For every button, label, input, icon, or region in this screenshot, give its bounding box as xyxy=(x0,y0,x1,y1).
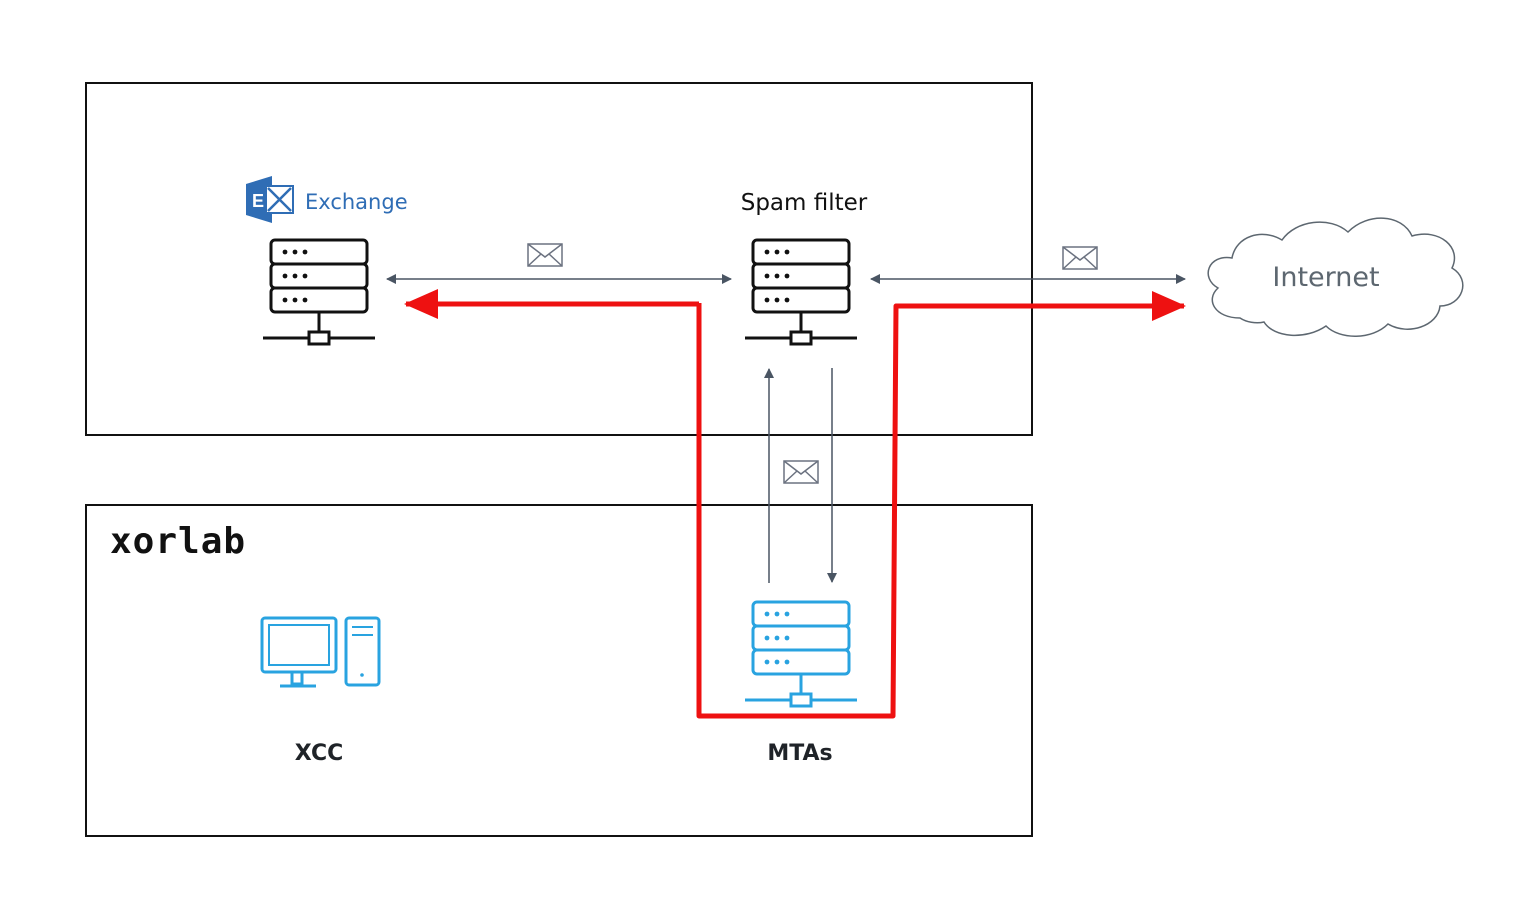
spam-filter-label: Spam filter xyxy=(741,190,868,216)
computer-icon xyxy=(260,616,381,688)
exchange-server-icon xyxy=(261,238,377,346)
network-zone-frame xyxy=(85,82,1033,436)
internet-cloud-icon xyxy=(1207,217,1464,337)
internet-label: Internet xyxy=(1272,262,1379,293)
xcc-label: XCC xyxy=(295,741,343,766)
exchange-label: Exchange xyxy=(305,190,408,214)
xorlab-logo: xorlab xyxy=(110,521,246,562)
envelope-icon xyxy=(783,460,819,484)
spam-filter-server-icon xyxy=(743,238,859,346)
xorlab-zone-frame xyxy=(85,504,1033,837)
exchange-badge-letter: E xyxy=(252,191,264,211)
mta-server-icon xyxy=(743,600,859,708)
envelope-icon xyxy=(527,243,563,267)
red-route-to-internet xyxy=(696,291,1186,719)
envelope-icon xyxy=(1062,246,1098,270)
exchange-logo: E Exchange xyxy=(246,176,408,223)
mtas-label: MTAs xyxy=(767,741,832,766)
